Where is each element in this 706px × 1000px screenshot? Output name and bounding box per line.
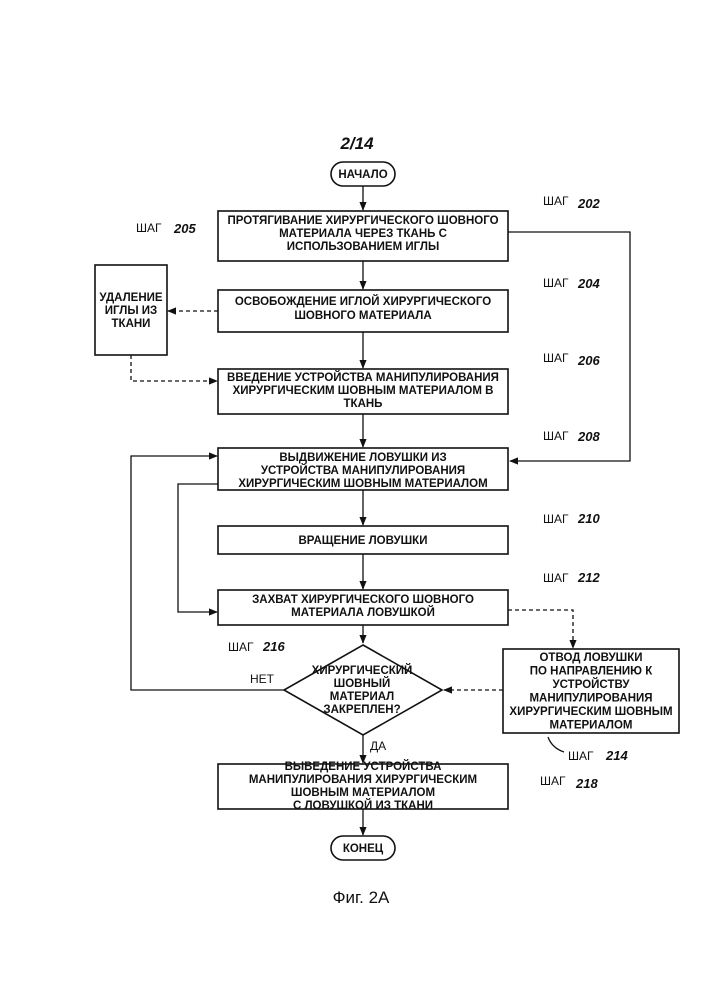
step-210-number: 210 [577,511,600,526]
step-206: ВВЕДЕНИЕ УСТРОЙСТВА МАНИПУЛИРОВАНИЯХИРУР… [218,351,600,414]
step-204-text-line: ОСВОБОЖДЕНИЕ ИГЛОЙ ХИРУРГИЧЕСКОГО [235,295,491,308]
step-205-text-line: ИГЛЫ ИЗ [105,305,158,317]
step-214-label: ШАГ [568,749,594,763]
step-202-label: ШАГ [543,194,569,208]
step-202-text-line: ИСПОЛЬЗОВАНИЕМ ИГЛЫ [287,241,439,253]
step-218-label: ШАГ [540,774,566,788]
step-206-number: 206 [577,353,600,368]
step-210-label: ШАГ [543,512,569,526]
step-212-number: 212 [577,570,600,585]
step-208-label: ШАГ [543,429,569,443]
arrow-216-no-to-208 [131,456,284,690]
step-214: ОТВОД ЛОВУШКИ ПО НАПРАВЛЕНИЮ КУСТРОЙСТВУ М… [503,649,679,763]
step-204-text-line: ШОВНОГО МАТЕРИАЛА [294,310,431,322]
step-206-text-line: ВВЕДЕНИЕ УСТРОЙСТВА МАНИПУЛИРОВАНИЯ [227,371,499,384]
decision-216-text-line: ХИРУРГИЧЕСКИЙ [312,664,413,677]
step-202-number: 202 [577,196,600,211]
page-number: 2/14 [339,134,374,153]
decision-216-text-line: МАТЕРИАЛ [330,691,394,703]
step-214-text-line: МАНИПУЛИРОВАНИЯ [529,693,652,705]
step-218-text-line: ШОВНЫМ МАТЕРИАЛОМ [291,787,435,799]
step-202: ПРОТЯГИВАНИЕ ХИРУРГИЧЕСКОГО ШОВНОГОМАТЕР… [218,194,600,261]
step-212-label: ШАГ [543,571,569,585]
step-208-text-line: УСТРОЙСТВА МАНИПУЛИРОВАНИЯ [261,464,465,477]
step-205-number: 205 [173,221,196,236]
step-202-text-line: ПРОТЯГИВАНИЕ ХИРУРГИЧЕСКОГО ШОВНОГО [227,215,498,227]
step-210: ВРАЩЕНИЕ ЛОВУШКИ ШАГ 210 [218,511,600,554]
step-214-leader [548,737,564,752]
step-218-number: 218 [575,776,598,791]
step-202-text-line: МАТЕРИАЛА ЧЕРЕЗ ТКАНЬ С [279,228,447,240]
step-218: ВЫВЕДЕНИЕ УСТРОЙСТВАМАНИПУЛИРОВАНИЯ ХИРУ… [218,760,598,812]
step-205-text-line: ТКАНИ [112,318,151,330]
arrow-208-to-212-bypass [178,484,218,612]
step-208-number: 208 [577,429,600,444]
step-210-text: ВРАЩЕНИЕ ЛОВУШКИ [299,535,428,547]
step-218-text-line: ВЫВЕДЕНИЕ УСТРОЙСТВА [285,760,442,773]
step-218-text-line: МАНИПУЛИРОВАНИЯ ХИРУРГИЧЕСКИМ [249,774,477,786]
step-204: ОСВОБОЖДЕНИЕ ИГЛОЙ ХИРУРГИЧЕСКОГО ШОВНОГО… [218,276,600,332]
step-214-text-line: ХИРУРГИЧЕСКИМ ШОВНЫМ [509,706,672,718]
step-214-text-line: УСТРОЙСТВУ [553,678,631,691]
figure-caption: Фиг. 2A [333,888,390,907]
arrow-212-to-214 [508,610,573,648]
decision-216-text-line: ШОВНЫЙ [334,677,391,690]
decision-216-text-line: ЗАКРЕПЛЕН? [323,704,400,716]
step-204-number: 204 [577,276,600,291]
step-206-label: ШАГ [543,351,569,365]
step-216-label: ШАГ [228,640,254,654]
yes-label: ДА [370,739,386,753]
step-205: УДАЛЕНИЕИГЛЫ ИЗТКАНИ ШАГ 205 [95,221,196,355]
arrow-205-to-206 [131,355,217,381]
step-206-text-line: ТКАНЬ [344,398,383,410]
step-214-text-line: ПО НАПРАВЛЕНИЮ К [530,666,653,678]
step-204-label: ШАГ [543,276,569,290]
step-208-text-line: ХИРУРГИЧЕСКИМ ШОВНЫМ МАТЕРИАЛОМ [238,478,487,490]
end-label: КОНЕЦ [343,843,384,855]
step-208-text-line: ВЫДВИЖЕНИЕ ЛОВУШКИ ИЗ [279,452,446,464]
step-214-text-line: ОТВОД ЛОВУШКИ [539,652,642,664]
start-label: НАЧАЛО [338,169,387,181]
step-205-text-line: УДАЛЕНИЕ [99,292,163,304]
step-216-number: 216 [262,639,285,654]
no-label: НЕТ [250,672,275,686]
step-214-text-line: МАТЕРИАЛОМ [550,720,633,732]
decision-216: ХИРУРГИЧЕСКИЙШОВНЫЙМАТЕРИАЛЗАКРЕПЛЕН? ША… [228,639,442,735]
step-206-text-line: ХИРУРГИЧЕСКИМ ШОВНЫМ МАТЕРИАЛОМ В [233,385,494,397]
arrow-202-to-208-bypass [508,232,630,461]
step-205-label: ШАГ [136,221,162,235]
step-212-text-line: ЗАХВАТ ХИРУРГИЧЕСКОГО ШОВНОГО [252,594,474,606]
step-212: ЗАХВАТ ХИРУРГИЧЕСКОГО ШОВНОГОМАТЕРИАЛА Л… [218,570,600,625]
step-210-text-line: ВРАЩЕНИЕ ЛОВУШКИ [299,535,428,547]
step-208: ВЫДВИЖЕНИЕ ЛОВУШКИ ИЗУСТРОЙСТВА МАНИПУЛИ… [218,429,600,490]
step-214-number: 214 [605,748,628,763]
step-212-text-line: МАТЕРИАЛА ЛОВУШКОЙ [291,606,435,619]
